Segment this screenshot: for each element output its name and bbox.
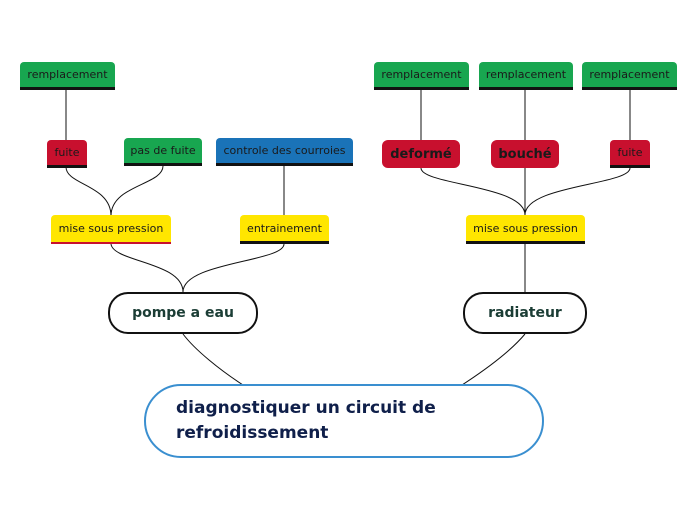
root-topic-node[interactable]: diagnostiquer un circuit de refroidissem…	[144, 384, 544, 458]
entrainement-label: entrainement	[247, 221, 322, 235]
pas-de-fuite-label: pas de fuite	[130, 144, 196, 157]
deforme-label: deformé	[390, 146, 452, 162]
connector-mise-pasdefuite	[110, 165, 164, 217]
remplacement-label: remplacement	[27, 68, 108, 81]
remplacement-node-deforme[interactable]: remplacement	[374, 62, 469, 90]
connector-root-pompe	[182, 333, 244, 386]
pas-de-fuite-node[interactable]: pas de fuite	[124, 138, 202, 166]
remplacement-label: remplacement	[381, 68, 462, 81]
mise-sous-pression-node-radiateur[interactable]: mise sous pression	[466, 215, 585, 244]
remplacement-node-pompe[interactable]: remplacement	[20, 62, 115, 90]
radiateur-node[interactable]: radiateur	[463, 292, 587, 334]
fuite-node-radiateur[interactable]: fuite	[610, 140, 650, 168]
remplacement-node-fuite[interactable]: remplacement	[582, 62, 677, 90]
pompe-a-eau-node[interactable]: pompe a eau	[108, 292, 258, 334]
fuite-label: fuite	[54, 146, 80, 159]
connector-mise-deforme	[420, 167, 526, 216]
connector-pompe-mise	[110, 243, 184, 293]
connector-mise-fuite-r	[524, 167, 631, 216]
controle-courroies-node[interactable]: controle des courroies	[216, 138, 353, 166]
mise-sous-pression-label: mise sous pression	[58, 222, 164, 235]
deforme-node[interactable]: deformé	[382, 140, 460, 168]
pompe-a-eau-label: pompe a eau	[132, 305, 234, 321]
remplacement-label: remplacement	[485, 68, 567, 81]
bouche-label: bouché	[498, 146, 552, 162]
controle-courroies-label: controle des courroies	[223, 144, 346, 157]
connector-mise-fuite	[65, 166, 112, 217]
root-topic-label: diagnostiquer un circuit de refroidissem…	[176, 397, 436, 444]
entrainement-node[interactable]: entrainement	[240, 215, 329, 244]
fuite-label: fuite	[617, 146, 643, 159]
mise-sous-pression-label: mise sous pression	[473, 221, 578, 235]
connector-root-radiateur	[461, 333, 526, 386]
remplacement-label: remplacement	[589, 68, 670, 81]
bouche-node[interactable]: bouché	[491, 140, 559, 168]
remplacement-node-bouche[interactable]: remplacement	[479, 62, 573, 90]
radiateur-label: radiateur	[488, 305, 562, 321]
fuite-node-pompe[interactable]: fuite	[47, 140, 87, 168]
connector-pompe-entrainement	[182, 243, 285, 293]
mise-sous-pression-node-pompe[interactable]: mise sous pression	[51, 215, 171, 244]
